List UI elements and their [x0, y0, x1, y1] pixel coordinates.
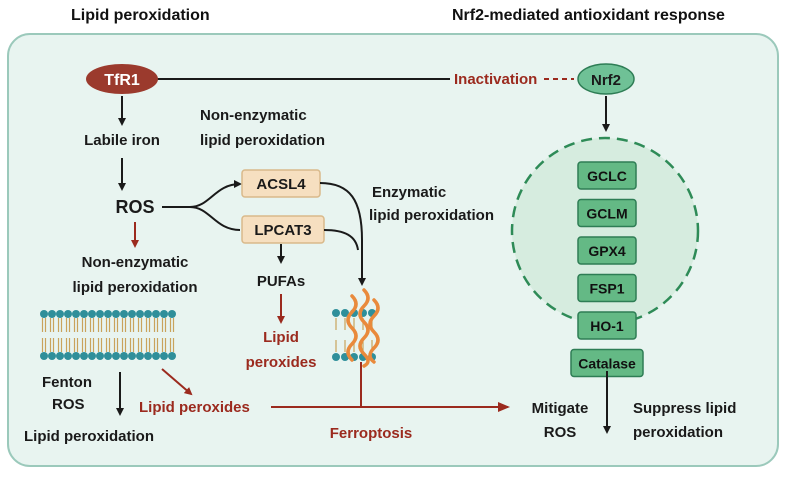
- non-enzymatic-left-line2: lipid peroxidation: [72, 279, 197, 296]
- lipid-peroxides-bottom: Lipid peroxides: [139, 399, 250, 416]
- tfr1-node: [86, 64, 158, 94]
- branch-to-lpcat3: [189, 206, 241, 231]
- gene-label: GPX4: [588, 243, 626, 259]
- phospholipid: [332, 309, 340, 361]
- phospholipid: [56, 310, 64, 360]
- gene-label: Catalase: [578, 356, 636, 372]
- phospholipid: [72, 310, 80, 360]
- suppress-line2: peroxidation: [633, 424, 723, 441]
- membrane-ferroptosis: [332, 288, 380, 368]
- gene-label: FSP1: [589, 281, 624, 297]
- phospholipid: [40, 310, 48, 360]
- nrf2-node: [577, 63, 635, 95]
- gene-label: GCLC: [587, 168, 627, 184]
- gene-box-gpx4: GPX4: [577, 236, 637, 265]
- lpcat3-label: LPCAT3: [254, 222, 311, 239]
- phospholipid: [112, 310, 120, 360]
- gene-box-gclm: GCLM: [577, 198, 637, 228]
- oxidized-lipid-tail: [368, 298, 380, 364]
- gene-label: GCLM: [586, 206, 627, 222]
- acsl4-label: ACSL4: [256, 176, 306, 193]
- phospholipid: [128, 310, 136, 360]
- phospholipid: [80, 310, 88, 360]
- non-enzymatic-left-line1: Non-enzymatic: [82, 254, 189, 271]
- ros-label: ROS: [115, 197, 154, 217]
- phospholipid: [96, 310, 104, 360]
- phospholipid: [48, 310, 56, 360]
- fenton-line1: Fenton: [42, 374, 92, 391]
- phospholipid: [152, 310, 160, 360]
- non-enzymatic-top-line1: Non-enzymatic: [200, 107, 307, 124]
- phospholipid: [88, 310, 96, 360]
- membrane-bilayer-left: [40, 310, 176, 360]
- oxidized-lipid-tail: [346, 294, 358, 362]
- tfr1-label: TfR1: [104, 72, 140, 89]
- phospholipid: [120, 310, 128, 360]
- lpcat3-to-membrane: [323, 229, 359, 251]
- lipid-peroxides-mid-line2: peroxides: [246, 354, 317, 371]
- phospholipid: [136, 310, 144, 360]
- suppress-line1: Suppress lipid: [633, 400, 736, 417]
- lipid-peroxidation-bottom: Lipid peroxidation: [24, 428, 154, 445]
- header-nrf2-response: Nrf2-mediated antioxidant response: [452, 7, 725, 24]
- gene-box-ho-1: HO-1: [577, 311, 637, 340]
- arrow-membrane-peroxides: [161, 368, 193, 396]
- gene-label: HO-1: [590, 318, 624, 334]
- gene-box-fsp1: FSP1: [577, 273, 637, 303]
- pufas-label: PUFAs: [257, 273, 305, 290]
- mitigate-line1: Mitigate: [532, 400, 589, 417]
- nrf2-label: Nrf2: [591, 72, 621, 89]
- ferroptosis-label: Ferroptosis: [330, 425, 413, 442]
- gene-box-catalase: Catalase: [570, 348, 644, 378]
- phospholipid: [64, 310, 72, 360]
- lipid-peroxides-mid-line1: Lipid: [263, 329, 299, 346]
- labile-iron-label: Labile iron: [84, 132, 160, 149]
- oxidized-lipid-tail: [358, 288, 370, 368]
- mitigate-line2: ROS: [544, 424, 577, 441]
- inactivation-label: Inactivation: [454, 71, 537, 88]
- fenton-line2: ROS: [52, 396, 85, 413]
- non-enzymatic-top-line2: lipid peroxidation: [200, 132, 325, 149]
- enzymatic-line2: lipid peroxidation: [369, 207, 494, 224]
- enzymatic-line1: Enzymatic: [372, 184, 446, 201]
- phospholipid: [168, 310, 176, 360]
- phospholipid: [104, 310, 112, 360]
- header-lipid-peroxidation: Lipid peroxidation: [71, 7, 210, 24]
- phospholipid: [144, 310, 152, 360]
- gene-box-gclc: GCLC: [577, 161, 637, 190]
- acsl4-to-membrane: [319, 182, 366, 286]
- phospholipid: [160, 310, 168, 360]
